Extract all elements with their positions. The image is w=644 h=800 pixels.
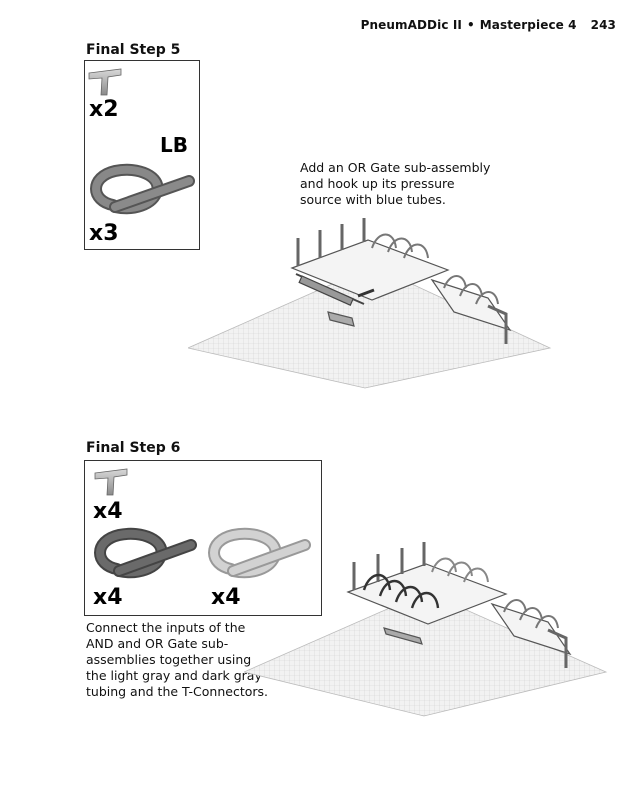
step5-instruction: Add an OR Gate sub-assembly and hook up … xyxy=(300,160,490,208)
step5-tube-tag: LB xyxy=(160,133,188,157)
step5-tconnector-qty: x2 xyxy=(89,97,119,122)
book-title: PneumADDic II xyxy=(361,18,462,32)
step6-model-illustration xyxy=(244,540,610,720)
step6-instruction-line: the light gray and dark gray xyxy=(86,668,268,684)
tube-coil-icon xyxy=(85,161,197,221)
step6-instruction: Connect the inputs of the AND and OR Gat… xyxy=(86,620,268,700)
step6-instruction-line: assemblies together using xyxy=(86,652,268,668)
step6-instruction-line: AND and OR Gate sub- xyxy=(86,636,268,652)
t-connector-icon xyxy=(91,467,135,497)
step5-instruction-line: Add an OR Gate sub-assembly xyxy=(300,160,490,176)
step5-model-illustration xyxy=(188,218,556,390)
step5-title: Final Step 5 xyxy=(86,42,180,58)
step6-light-tube-qty: x4 xyxy=(211,585,241,610)
step6-instruction-line: tubing and the T-Connectors. xyxy=(86,684,268,700)
page-number: 243 xyxy=(591,18,616,32)
step6-dark-tube-qty: x4 xyxy=(93,585,123,610)
t-connector-icon xyxy=(85,67,129,97)
chapter-name: Masterpiece 4 xyxy=(480,18,577,32)
step5-instruction-line: and hook up its pressure xyxy=(300,176,490,192)
step5-parts-box: x2 LB x3 xyxy=(84,60,200,250)
header-separator: • xyxy=(467,18,475,32)
step6-tconnector-qty: x4 xyxy=(93,499,123,524)
step5-tube-qty: x3 xyxy=(89,221,119,246)
step6-title: Final Step 6 xyxy=(86,440,180,456)
running-header: PneumADDic II • Masterpiece 4 243 xyxy=(361,18,616,32)
step5-instruction-line: source with blue tubes. xyxy=(300,192,490,208)
tube-coil-icon xyxy=(91,527,201,583)
step6-instruction-line: Connect the inputs of the xyxy=(86,620,268,636)
